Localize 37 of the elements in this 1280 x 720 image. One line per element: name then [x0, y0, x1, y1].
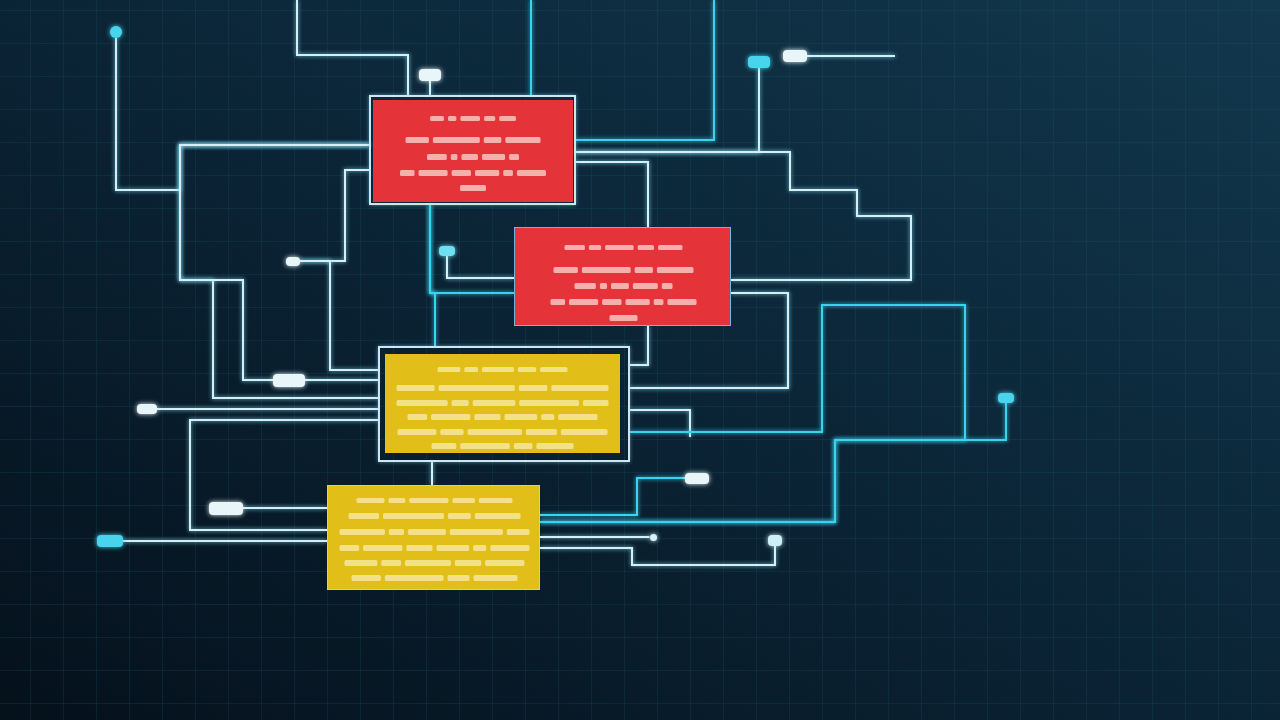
connector-line	[304, 379, 379, 381]
connector-line	[446, 255, 515, 279]
connector-line	[539, 477, 686, 516]
connector-line	[429, 204, 436, 347]
terminal-pad	[685, 472, 709, 484]
terminal-pad	[137, 404, 157, 414]
connector-line	[299, 260, 379, 371]
terminal-pad	[998, 393, 1014, 403]
connector-line	[575, 0, 715, 141]
connector-line	[296, 0, 409, 96]
connector-line	[539, 536, 651, 538]
process-box	[369, 95, 576, 205]
connector-line	[122, 540, 328, 542]
connector-line	[629, 325, 649, 366]
process-box	[327, 485, 540, 590]
connector-line	[806, 55, 896, 57]
terminal-pad	[286, 256, 300, 266]
connector-line	[431, 461, 433, 486]
terminal-dot	[649, 533, 657, 541]
terminal-pad	[419, 69, 441, 81]
connector-line	[242, 507, 328, 509]
connector-line	[575, 161, 649, 228]
terminal-pad	[439, 246, 455, 256]
terminal-pad	[748, 56, 770, 68]
connector-line	[156, 408, 379, 410]
connector-line	[429, 80, 431, 96]
process-box	[514, 227, 731, 326]
terminal-pad	[768, 534, 782, 546]
connector-line	[539, 544, 776, 566]
terminal-pad	[97, 535, 123, 547]
connector-line	[629, 292, 789, 389]
terminal-pad	[783, 50, 807, 62]
connector-line	[575, 151, 912, 281]
connector-line	[629, 409, 691, 438]
connector-line	[189, 419, 379, 531]
process-box	[378, 346, 630, 462]
connector-line	[530, 0, 532, 96]
